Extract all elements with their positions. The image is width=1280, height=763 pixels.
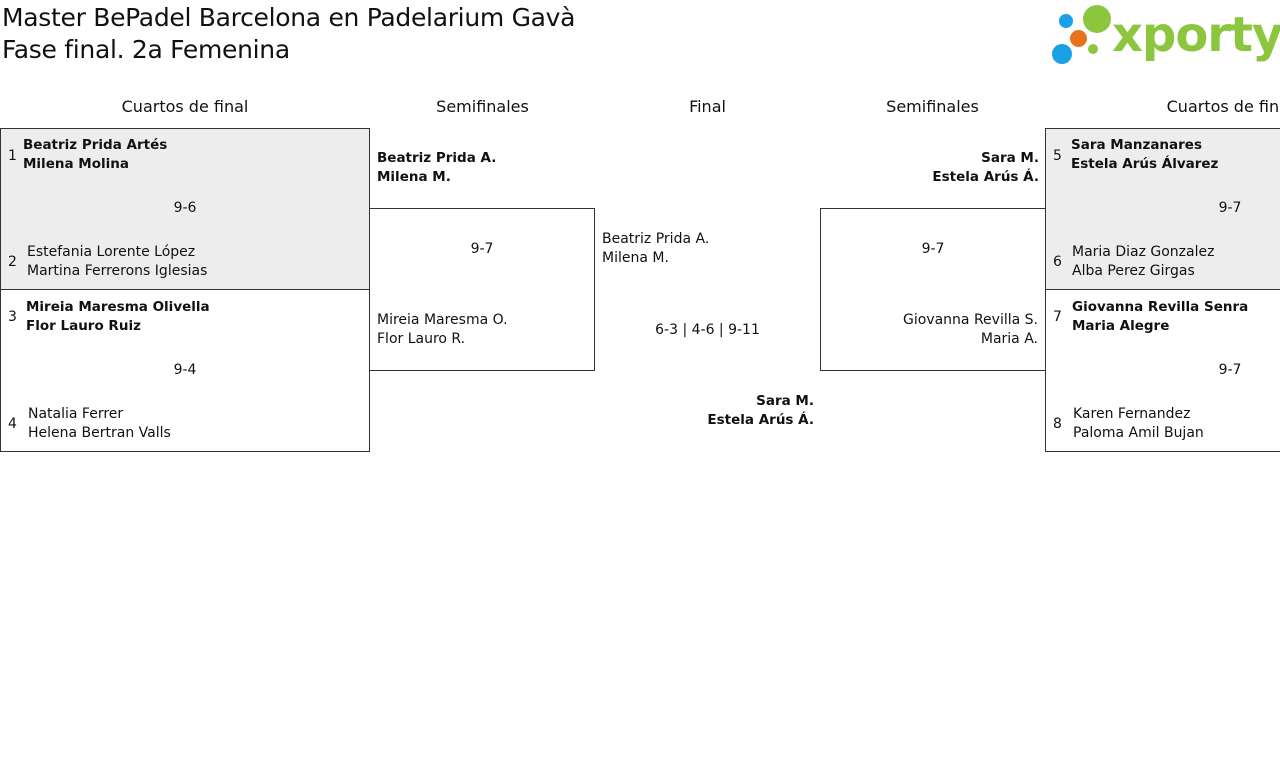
player-name: Mireia Maresma Olivella [26, 299, 210, 315]
team-loser[interactable]: Natalia Ferrer Helena Bertran Valls [28, 405, 171, 443]
seed-number: 4 [8, 416, 17, 432]
round-label-right-semis: Semifinales [886, 97, 979, 116]
player-name: Estela Arús Á. [932, 169, 1039, 185]
match-score: 9-7 [1218, 200, 1242, 216]
player-name: Sara Manzanares [1071, 137, 1202, 153]
round-label-right-quarters: Cuartos de final [1166, 97, 1280, 116]
logo-dot-blue-icon [1059, 14, 1073, 28]
round-label-left-semis: Semifinales [436, 97, 529, 116]
team-winner[interactable]: Beatriz Prida Artés Milena Molina [23, 136, 167, 174]
logo-dot-orange-icon [1070, 30, 1087, 47]
match-score: 9-6 [173, 200, 197, 216]
player-name: Martina Ferrerons Iglesias [27, 263, 208, 279]
player-name: Sara M. [981, 150, 1039, 166]
team-loser[interactable]: Estefania Lorente López Martina Ferreron… [27, 243, 207, 281]
player-name: Flor Lauro R. [377, 331, 466, 347]
logo-dot-blue-small-icon [1052, 44, 1072, 64]
player-name: Milena M. [602, 250, 669, 266]
player-name: Maria Diaz Gonzalez [1072, 244, 1215, 260]
player-name: Estefania Lorente López [27, 244, 196, 260]
final-score: 6-3 | 4-6 | 9-11 [655, 322, 760, 338]
seed-number: 1 [8, 148, 17, 164]
team-loser[interactable]: Maria Diaz Gonzalez Alba Perez Girgas [1072, 243, 1214, 281]
match-score: 9-4 [173, 362, 197, 378]
final-team-left[interactable]: Beatriz Prida A. Milena M. [602, 230, 709, 268]
final-winner[interactable]: Sara M. Estela Arús Á. [595, 392, 814, 430]
semi-winner-right[interactable]: Sara M. Estela Arús Á. [820, 149, 1039, 187]
match-box-left-semi[interactable]: 9-7 Mireia Maresma O. Flor Lauro R. [369, 208, 595, 371]
team-loser[interactable]: Giovanna Revilla S. Maria A. [903, 311, 1038, 349]
phase-title: Fase final. 2a Femenina [2, 35, 290, 64]
seed-number: 7 [1053, 309, 1062, 325]
seed-number: 6 [1053, 254, 1062, 270]
team-winner[interactable]: Sara Manzanares Estela Arús Álvarez [1071, 136, 1218, 174]
player-name: Milena Molina [23, 156, 129, 172]
logo-dot-green-icon [1083, 5, 1111, 33]
semi-winner-left[interactable]: Beatriz Prida A. Milena M. [377, 149, 496, 187]
page-title: Master BePadel Barcelona en Padelarium G… [2, 2, 575, 66]
match-box-right-quarter-2[interactable]: 7 Giovanna Revilla Senra Maria Alegre 9-… [1045, 289, 1280, 452]
team-winner[interactable]: Mireia Maresma Olivella Flor Lauro Ruiz [26, 298, 210, 336]
player-name: Maria Alegre [1072, 318, 1170, 334]
player-name: Helena Bertran Valls [28, 425, 171, 441]
player-name: Estela Arús Álvarez [1071, 156, 1219, 172]
player-name: Karen Fernandez [1073, 406, 1191, 422]
match-box-left-quarter-1[interactable]: 1 Beatriz Prida Artés Milena Molina 9-6 … [0, 128, 370, 290]
player-name: Flor Lauro Ruiz [26, 318, 141, 334]
match-box-right-quarter-1[interactable]: 5 Sara Manzanares Estela Arús Álvarez 9-… [1045, 128, 1280, 290]
player-name: Giovanna Revilla S. [903, 312, 1038, 328]
round-label-final: Final [689, 97, 726, 116]
player-name: Beatriz Prida Artés [23, 137, 168, 153]
player-name: Beatriz Prida A. [602, 231, 710, 247]
team-winner[interactable]: Giovanna Revilla Senra Maria Alegre [1072, 298, 1248, 336]
seed-number: 3 [8, 309, 17, 325]
player-name: Paloma Amil Bujan [1073, 425, 1204, 441]
player-name: Milena M. [377, 169, 451, 185]
player-name: Estela Arús Á. [707, 412, 814, 428]
seed-number: 5 [1053, 148, 1062, 164]
seed-number: 2 [8, 254, 17, 270]
team-loser[interactable]: Karen Fernandez Paloma Amil Bujan [1073, 405, 1204, 443]
xporty-logo[interactable]: xporty [1050, 4, 1280, 66]
player-name: Maria A. [980, 331, 1038, 347]
player-name: Sara M. [756, 393, 814, 409]
logo-dot-green-small-icon [1088, 44, 1098, 54]
match-score: 9-7 [1218, 362, 1242, 378]
tournament-title: Master BePadel Barcelona en Padelarium G… [2, 3, 576, 32]
match-box-right-semi[interactable]: 9-7 Giovanna Revilla S. Maria A. [820, 208, 1046, 371]
player-name: Giovanna Revilla Senra [1072, 299, 1249, 315]
player-name: Mireia Maresma O. [377, 312, 508, 328]
match-score: 9-7 [470, 241, 494, 257]
seed-number: 8 [1053, 416, 1062, 432]
team-loser[interactable]: Mireia Maresma O. Flor Lauro R. [377, 311, 508, 349]
logo-text: xporty [1112, 7, 1280, 63]
player-name: Beatriz Prida A. [377, 150, 497, 166]
match-box-left-quarter-2[interactable]: 3 Mireia Maresma Olivella Flor Lauro Rui… [0, 289, 370, 452]
round-label-left-quarters: Cuartos de final [121, 97, 249, 116]
match-score: 9-7 [921, 241, 945, 257]
player-name: Alba Perez Girgas [1072, 263, 1195, 279]
player-name: Natalia Ferrer [28, 406, 124, 422]
